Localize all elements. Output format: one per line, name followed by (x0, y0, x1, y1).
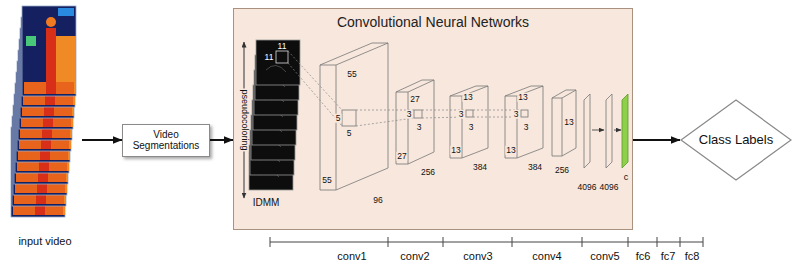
node-text: Convolutional Neural Networks (335, 14, 531, 30)
layer-label: fc7 (660, 251, 677, 262)
kernel-projection (473, 117, 521, 118)
ruler-tick (703, 237, 704, 247)
kernel-size: 3 (468, 123, 475, 132)
kernel-size: 5 (335, 114, 342, 123)
dimension-label: 4096 (577, 183, 598, 192)
conv-cuboid (396, 80, 434, 164)
ruler-tick (270, 237, 271, 247)
fc-layer (584, 94, 590, 168)
axis-label: pseudocoloring (240, 88, 249, 151)
dimension-label: 13 (563, 118, 574, 127)
diamond-shape (681, 100, 791, 180)
kernel-box (414, 110, 422, 118)
dimension-label: 27 (396, 152, 407, 161)
fc-arrow (614, 130, 621, 131)
dimension-label: 384 (527, 163, 543, 172)
ruler-tick (443, 237, 444, 247)
kernel-box (521, 110, 528, 117)
conv-cuboid (505, 86, 543, 158)
dimension-label: 256 (554, 166, 570, 175)
kernel-projection (422, 110, 466, 111)
conv-cuboid (320, 43, 388, 190)
kernel-size: 11 (264, 53, 275, 62)
ruler-tick (657, 237, 658, 247)
ruler-tick (582, 237, 583, 247)
network-panel: Convolutional Neural Networks (233, 8, 633, 230)
layer-label: conv2 (399, 251, 430, 262)
dimension-label: 55 (321, 176, 332, 185)
dimension-label: 13 (450, 146, 461, 155)
flow-arrow (82, 139, 122, 141)
dimension-label: 4096 (599, 183, 620, 192)
layer-label: conv4 (531, 251, 562, 262)
idmm-frame (256, 40, 300, 85)
pseudocoloring-arrow (244, 42, 245, 198)
node-text: input video (18, 235, 71, 248)
fc-output-layer (622, 94, 628, 168)
figure-node: input video (8, 4, 82, 248)
layer-label: conv1 (336, 251, 367, 262)
class-count: c (623, 173, 630, 182)
kernel-size: 3 (416, 123, 423, 132)
flow-arrow (633, 139, 680, 141)
input-label: IDMM (252, 198, 281, 208)
ruler-tick (512, 237, 513, 247)
kernel-projection (356, 110, 414, 111)
dimension-label: 55 (346, 70, 357, 79)
dimension-label: 384 (472, 163, 488, 172)
video-frame (22, 6, 76, 96)
kernel-projection (473, 110, 521, 111)
kernel-size: 3 (406, 110, 413, 119)
kernel-projection (422, 117, 466, 118)
layer-label: fc6 (635, 251, 652, 262)
node-text: Video Segmentations (129, 129, 203, 152)
layer-label: conv3 (462, 251, 493, 262)
fc-arrow (592, 130, 604, 131)
dimension-label: 96 (372, 196, 383, 205)
kernel-box (466, 110, 473, 117)
dimension-label: 256 (420, 168, 436, 177)
ruler-line (270, 242, 703, 243)
kernel-size: 11 (277, 42, 288, 51)
dimension-label: 13 (505, 146, 516, 155)
decision-diamond: Class Labels (680, 99, 792, 181)
kernel-projection (356, 118, 414, 126)
kernel-size: 3 (513, 110, 520, 119)
panel-ground (233, 8, 633, 230)
conv-cuboid (552, 90, 576, 156)
ruler-tick (388, 237, 389, 247)
kernel-size: 3 (523, 123, 530, 132)
conv-cuboid (450, 86, 488, 158)
dimension-label: 13 (517, 93, 528, 102)
kernel-box (342, 110, 356, 126)
layer-label: fc8 (684, 251, 701, 262)
dimension-label: 27 (409, 95, 420, 104)
kernel-square (276, 51, 288, 63)
node-text: Class Labels (699, 133, 773, 148)
kernel-size: 5 (346, 129, 353, 138)
ruler-tick (628, 237, 629, 247)
layer-label: conv5 (589, 251, 620, 262)
kernel-projection (288, 63, 342, 126)
ruler-tick (680, 237, 681, 247)
kernel-projection (288, 51, 342, 110)
flow-arrow (210, 139, 233, 141)
kernel-size: 3 (458, 110, 465, 119)
fc-layer (606, 94, 612, 168)
dimension-label: 13 (462, 93, 473, 102)
process-box: Video Segmentations (122, 124, 210, 157)
